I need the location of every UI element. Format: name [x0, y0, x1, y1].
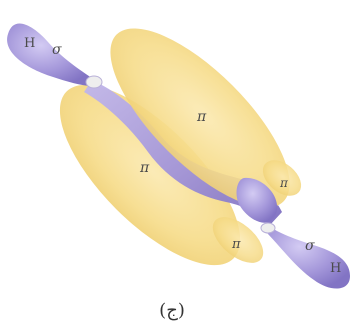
sigma-label-left: σ: [52, 42, 62, 58]
figure-caption: (ج): [159, 300, 185, 321]
sigma-label-right: σ: [305, 238, 315, 254]
left-carbon-node: [86, 76, 102, 88]
pi-label-right-upper: π: [279, 176, 289, 190]
pi-label-top: π: [196, 109, 207, 125]
sigma-lobe-right-h: [266, 224, 350, 289]
atom-label-right-h: H: [330, 261, 341, 276]
right-h-node: [261, 223, 275, 233]
atom-label-left-h: H: [24, 36, 35, 51]
pi-label-middle: π: [139, 160, 150, 176]
sigma-lobe-left-h: [7, 24, 92, 86]
pi-label-right-lower: π: [231, 237, 241, 252]
